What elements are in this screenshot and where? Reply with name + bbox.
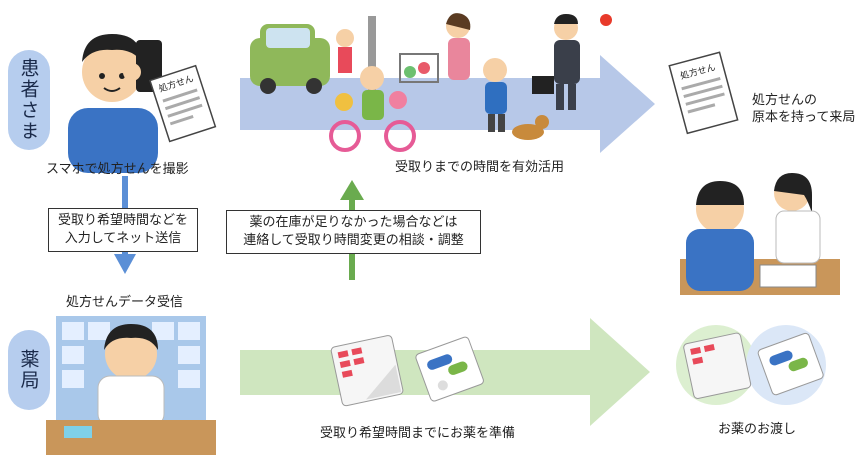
label-use-time: 受取りまでの時間を有効活用 [395, 160, 565, 175]
lane-pharmacy-label: 薬局 [17, 349, 40, 391]
shopping-cart-icon [399, 53, 439, 83]
label-prepare: 受取り希望時間までにお薬を準備 [320, 426, 516, 441]
label-bring: 処方せんの 原本を持って来局 [752, 92, 855, 126]
box-input-line1: 受取り希望時間などを [57, 213, 188, 228]
street-scene-illustration [250, 13, 612, 152]
label-bring-line1: 処方せんの [752, 93, 818, 108]
lane-patient: 患者さま [8, 50, 50, 150]
label-handover: お薬のお渡し [718, 422, 797, 437]
box-stock-line2: 連絡して受取り時間変更の相談・調整 [243, 233, 464, 248]
counter-consultation-illustration [680, 173, 840, 295]
box-input: 受取り希望時間などを 入力してネット送信 [48, 208, 198, 252]
prescription-icon: 処方せん [149, 64, 217, 143]
label-photo: スマホで処方せんを撮影 [46, 162, 189, 177]
medicine-packs-illustration [330, 335, 484, 407]
capsule-pack-icon [415, 336, 484, 402]
patient-phone-illustration: 処方せん [68, 34, 217, 173]
sun-icon [600, 14, 612, 26]
handover-medicine-illustration [676, 325, 826, 405]
prescription-original-illustration: 処方せん [668, 51, 739, 135]
box-input-line2: 入力してネット送信 [64, 231, 182, 246]
lane-pharmacy: 薬局 [8, 330, 50, 410]
box-stock-line1: 薬の在庫が足りなかった場合などは [249, 215, 458, 230]
pharmacist-illustration [46, 316, 216, 455]
label-receive: 処方せんデータ受信 [66, 295, 184, 310]
label-bring-line2: 原本を持って来局 [752, 110, 856, 125]
box-stock: 薬の在庫が足りなかった場合などは 連絡して受取り時間変更の相談・調整 [226, 210, 481, 254]
dog-icon [512, 124, 544, 140]
lane-patient-label: 患者さま [17, 58, 40, 142]
